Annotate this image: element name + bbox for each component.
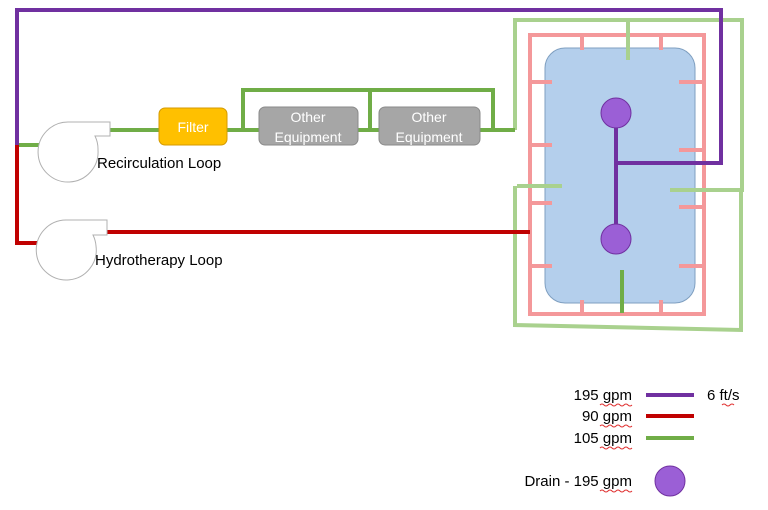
other-equipment-2-label-line2: Equipment: [396, 129, 463, 145]
hydrotherapy-pump-icon: [35, 219, 108, 281]
pool-basin: [544, 47, 696, 304]
legend-drain: Drain - 195 gpm: [524, 473, 632, 490]
drain-lower: [600, 223, 632, 255]
legend-purple-flow: 195 gpm: [574, 387, 632, 404]
legend-purple-velocity: 6 ft/s: [707, 387, 740, 404]
other-equipment-1-label-line1: Other: [290, 109, 325, 125]
hydrotherapy-jet-stubs: [532, 37, 702, 312]
filter-box: [158, 107, 228, 146]
spellcheck-underlines: [599, 403, 735, 493]
other-equipment-2-label-line1: Other: [411, 109, 446, 125]
hydrotherapy-distribution-frame: [528, 33, 706, 316]
legend-drain-swatch: [654, 465, 686, 497]
legend-red-flow: 90 gpm: [582, 408, 632, 425]
filter-label: Filter: [177, 119, 208, 135]
recirculation-inlet-stubs: [517, 22, 740, 192]
legend: 195 gpm 6 ft/s 90 gpm 105 gpm Drain - 19…: [524, 387, 740, 497]
recirculation-pump-icon: [37, 121, 111, 183]
recirculation-return-frame-lower: [513, 186, 743, 333]
drain-upper: [600, 97, 632, 129]
other-equipment-2-box: [378, 106, 481, 146]
main-drain-pipe: [15, 8, 723, 165]
hydrotherapy-loop-label: Hydrotherapy Loop: [95, 252, 223, 269]
other-equipment-1-label-line2: Equipment: [275, 129, 342, 145]
other-equipment-1-box: [258, 106, 359, 146]
legend-green-flow: 105 gpm: [574, 430, 632, 447]
recirculation-loop-label: Recirculation Loop: [97, 155, 221, 172]
